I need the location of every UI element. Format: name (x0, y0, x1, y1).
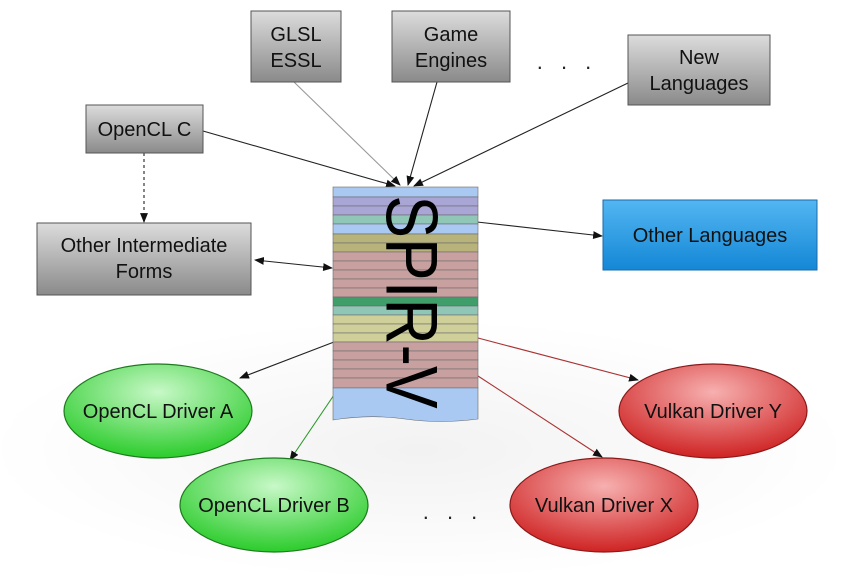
edge-intermediate-spirv (254, 256, 333, 272)
edge-spirv-to-otherlang (476, 221, 603, 239)
opencl-driver-a-label: OpenCL Driver A (83, 401, 234, 423)
connectors (140, 81, 639, 461)
edge-spirv-to-ocl-a (239, 341, 335, 379)
edge-spirv-to-ocl-b (289, 391, 337, 461)
spirv-stripes (332, 186, 479, 389)
game-engines-node: Game Engines (391, 10, 511, 83)
other-intermediate-label-line1: Other Intermediate (61, 235, 228, 257)
edge-spirv-to-vk-x (477, 375, 603, 458)
spirv-bottom-block (332, 387, 479, 422)
edge-game-to-spirv (406, 81, 438, 186)
opencl-driver-b-node: OpenCL Driver B (179, 457, 369, 553)
game-engines-label-line1: Game (424, 24, 478, 46)
other-languages-node: Other Languages (602, 199, 818, 271)
new-languages-node: New Languages (627, 34, 771, 106)
opencl-driver-a-node: OpenCL Driver A (63, 363, 253, 459)
opencl-c-node: OpenCL C (85, 104, 204, 154)
vulkan-driver-y-node: Vulkan Driver Y (618, 363, 808, 459)
new-languages-label-line2: Languages (650, 73, 749, 95)
spirv-module-stack: SPIR-V (332, 186, 479, 422)
other-intermediate-forms-node: Other Intermediate Forms (36, 222, 252, 296)
game-engines-label-line2: Engines (415, 50, 487, 72)
other-intermediate-label-line2: Forms (116, 261, 173, 283)
edge-spirv-to-vk-y (477, 337, 639, 382)
glsl-essl-label-line1: GLSL (270, 24, 321, 46)
edge-newlang-to-spirv (413, 82, 629, 187)
opencl-driver-b-label: OpenCL Driver B (198, 495, 350, 517)
vulkan-driver-x-node: Vulkan Driver X (509, 457, 699, 553)
spirv-label: SPIR-V (371, 195, 453, 408)
top-ellipsis: . . . (537, 49, 598, 74)
edge-openclc-to-spirv (202, 130, 396, 188)
vulkan-driver-x-label: Vulkan Driver X (535, 495, 673, 517)
glsl-essl-node: GLSL ESSL (250, 10, 342, 83)
new-languages-label-line1: New (679, 47, 720, 69)
opencl-c-label: OpenCL C (98, 119, 192, 141)
vulkan-driver-y-label: Vulkan Driver Y (644, 401, 782, 423)
edge-glsl-to-spirv (293, 81, 401, 186)
bottom-ellipsis: . . . (423, 499, 484, 524)
other-languages-label: Other Languages (633, 225, 788, 247)
glsl-essl-label-line2: ESSL (270, 50, 321, 72)
